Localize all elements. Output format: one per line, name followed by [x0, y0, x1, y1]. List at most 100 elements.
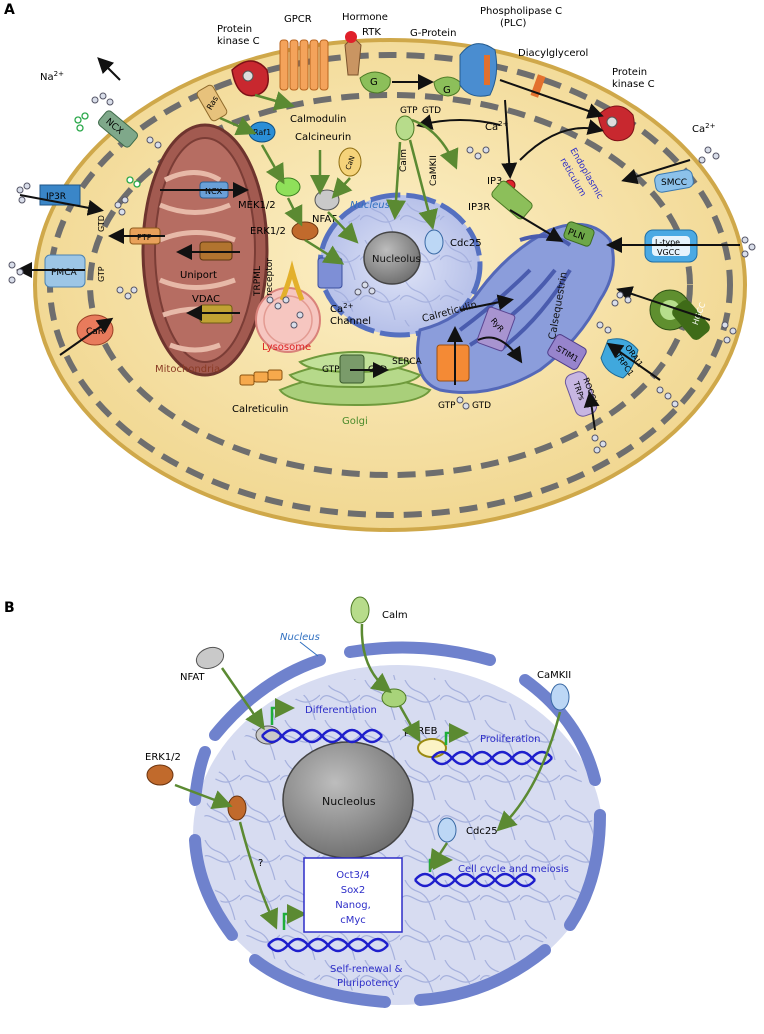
panel-a-green-arrows	[219, 91, 459, 265]
gpcr-label: GPCR	[284, 14, 312, 25]
plc-label-1: Phospholipase C	[480, 6, 562, 17]
ca-ion-label-2: Ca2+	[692, 122, 716, 135]
dag-label: Diacylglycerol	[518, 48, 588, 59]
erk-label: ERK1/2	[250, 226, 286, 237]
g-protein: G G-Protein G GTP GTD	[359, 28, 461, 116]
ltype-label-2: VGCC	[657, 248, 680, 257]
proliferation-label: Proliferation	[480, 734, 541, 745]
na-ion-label: Na2+	[40, 70, 64, 83]
raf1-label: Raf1	[253, 128, 271, 137]
camkii-b-label: CaMKII	[537, 670, 571, 681]
gpcr: GPCR	[279, 14, 329, 91]
plc: Phospholipase C (PLC)	[459, 6, 562, 97]
gtp-left-label: GTP	[97, 266, 106, 282]
rtk: Hormone RTK	[342, 12, 388, 76]
pcreb-label: pCREB	[404, 726, 438, 737]
calm-bound	[381, 688, 407, 708]
camkii-a-label: CaMKII	[429, 155, 439, 186]
lysosome-label: Lysosome	[262, 342, 311, 353]
mitochondria-label: Mitochondria	[155, 364, 220, 375]
smcc: SMCC	[654, 169, 694, 193]
cellcycle-label: Cell cycle and meiosis	[458, 864, 569, 875]
rtk-label: RTK	[362, 27, 381, 38]
er-channels: IP3 IP3R PLN RyR STIM1	[468, 176, 595, 370]
ip3r-left-label: IP3R	[46, 192, 66, 202]
ip3r-er-label: IP3R	[468, 202, 490, 213]
panel-a-arrows	[16, 57, 740, 431]
ca-channel-label-1: Ca2+	[330, 302, 354, 315]
calm-b-molecule	[350, 596, 370, 624]
nfat-label: NFAT	[312, 214, 337, 225]
cdc25-b-label: Cdc25	[466, 826, 498, 837]
nucleolus-b-label: Nucleolus	[322, 795, 376, 808]
panel-b-arrows	[174, 623, 562, 930]
panel-a-label: A	[4, 2, 15, 18]
nucleus-b-label: Nucleus	[280, 632, 320, 643]
uniport-label: Uniport	[180, 270, 217, 281]
nfat-b-molecule	[195, 646, 225, 670]
trpml-label-1: TRPML	[253, 266, 263, 297]
dna-helices	[261, 728, 553, 953]
gtp-top-label: GTP	[400, 106, 418, 116]
ca-channel-label-2: Channel	[330, 316, 371, 327]
hormone-label: Hormone	[342, 12, 388, 23]
pmca-label: PMCA	[51, 268, 77, 278]
cdc25-b-molecule	[437, 817, 457, 843]
g2-label: G	[443, 85, 451, 96]
vdac-label: VDAC	[192, 294, 220, 305]
differentiation-label: Differentiation	[305, 705, 377, 716]
sodium-ions	[74, 112, 141, 188]
pkc-top-label-1: Protein	[217, 24, 252, 35]
pkc-right: Protein kinase C	[597, 67, 655, 142]
pkc-right-label-1: Protein	[612, 67, 647, 78]
cdc25-a-label: Cdc25	[450, 238, 482, 249]
calcium-ions	[8, 92, 756, 454]
pkc-top-label-2: kinase C	[217, 36, 260, 47]
selfrenewal-label-1: Self-renewal &	[330, 964, 403, 975]
plc-label-2: (PLC)	[500, 18, 526, 29]
gtd-bottom-label: GTD	[472, 401, 491, 411]
panel-b-label: B	[4, 600, 15, 616]
bottom-structures: TRPML receptor Ca2+ Channel GTP GTD SERC…	[232, 257, 491, 415]
nuclear-envelope-b	[189, 641, 606, 1008]
selfrenewal-label-2: Pluripotency	[337, 978, 399, 989]
gene-sox2: Sox2	[341, 885, 365, 896]
gprotein-label: G-Protein	[410, 28, 456, 39]
serca-label: SERCA	[392, 357, 422, 367]
calm-a-label: Calm	[399, 149, 409, 172]
mek-label: MEK1/2	[238, 200, 276, 211]
gtd-left-label: GTD	[97, 215, 106, 232]
smcc-label: SMCC	[661, 178, 687, 188]
lysosome: Lysosome	[255, 287, 321, 353]
car-label: CaR	[86, 327, 104, 337]
pkc-right-label-2: kinase C	[612, 79, 655, 90]
g1-label: G	[370, 77, 378, 88]
nucleolus-a	[363, 231, 421, 285]
cytoplasm-boundary	[87, 92, 693, 478]
pcreb-molecule	[417, 738, 447, 758]
ca-ion-label-1: Ca2+	[485, 120, 509, 133]
calreticulin-bottom-label: Calreticulin	[232, 404, 288, 415]
trpml-label-2: receptor	[265, 258, 275, 296]
ncx-mito-label: NCX	[205, 187, 223, 196]
gtp-golgi-label: GTP	[322, 365, 340, 375]
gene-cmyc: cMyc	[340, 915, 366, 926]
panel-a: A Mitochondria Nucleolus Nucleus Endopla…	[4, 2, 756, 532]
nucleolus-a-label: Nucleolus	[372, 254, 421, 265]
calcineurin-label: Calcineurin	[295, 132, 351, 143]
ltype-label-1: L-type	[655, 238, 680, 247]
ncx-top: NCX	[98, 110, 138, 148]
camkii-b-molecule	[550, 683, 570, 711]
pkc-top: Protein kinase C	[217, 24, 269, 97]
pluripotency-genes-box	[303, 857, 403, 933]
panel-b: B Nucleus Nucleolus Calm NFAT CaMKII ERK…	[4, 596, 606, 1008]
ptp-label: PTP	[137, 233, 152, 242]
gtd-top-label: GTD	[422, 106, 441, 116]
erk-b-molecule	[146, 764, 174, 786]
gene-nanog: Nanog,	[335, 900, 371, 911]
ip3-label: IP3	[487, 176, 502, 187]
calmodulin-label: Calmodulin	[290, 114, 346, 125]
signaling-cascade: Ras Raf1 Calmodulin Calcineurin MEK1/2 E…	[196, 84, 482, 255]
calm-b-label: Calm	[382, 610, 408, 621]
